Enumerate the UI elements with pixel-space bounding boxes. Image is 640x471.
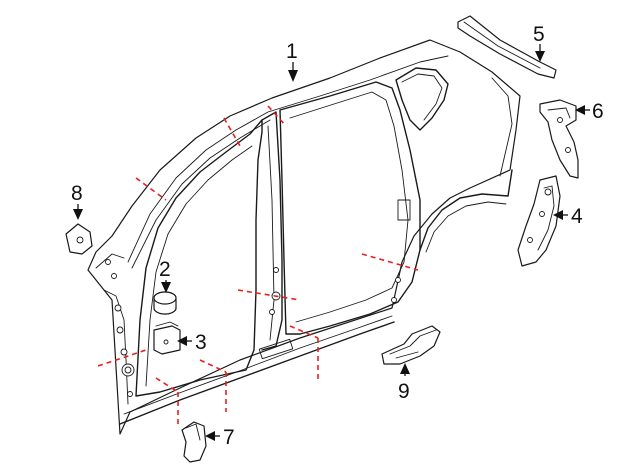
body-side-panel: [87, 39, 521, 435]
callout-2: 2: [159, 258, 171, 281]
cut-line-b-pillar: [237, 289, 301, 301]
callout-labels: 1 2 3 4 5 6 7 8 9: [71, 23, 604, 449]
leader-lines: [73, 44, 590, 441]
callout-8: 8: [71, 182, 83, 205]
lower-bracket-part: [181, 421, 207, 463]
quarter-bracket-part: [517, 175, 561, 267]
cut-lines: [97, 105, 419, 426]
cut-line-rear: [361, 253, 419, 271]
callout-4: 4: [571, 205, 583, 228]
roof-rail-part: [457, 15, 557, 79]
callout-3: 3: [195, 331, 207, 354]
callout-7: 7: [223, 426, 235, 449]
plug-part: [153, 291, 177, 315]
callout-5: 5: [533, 23, 545, 46]
patch-part: [65, 223, 93, 255]
callout-9: 9: [398, 380, 410, 403]
callout-1: 1: [286, 40, 298, 63]
rocker-reinforcement-part: [381, 325, 441, 365]
callout-6: 6: [592, 100, 604, 123]
upper-bracket-part: [539, 99, 579, 179]
cut-line-rocker-front: [155, 377, 179, 393]
cut-line-roof-b2: [267, 105, 287, 127]
cut-line-rocker-mid: [199, 359, 227, 373]
bracket-part: [153, 321, 181, 355]
cut-line-roof-front: [135, 177, 167, 201]
